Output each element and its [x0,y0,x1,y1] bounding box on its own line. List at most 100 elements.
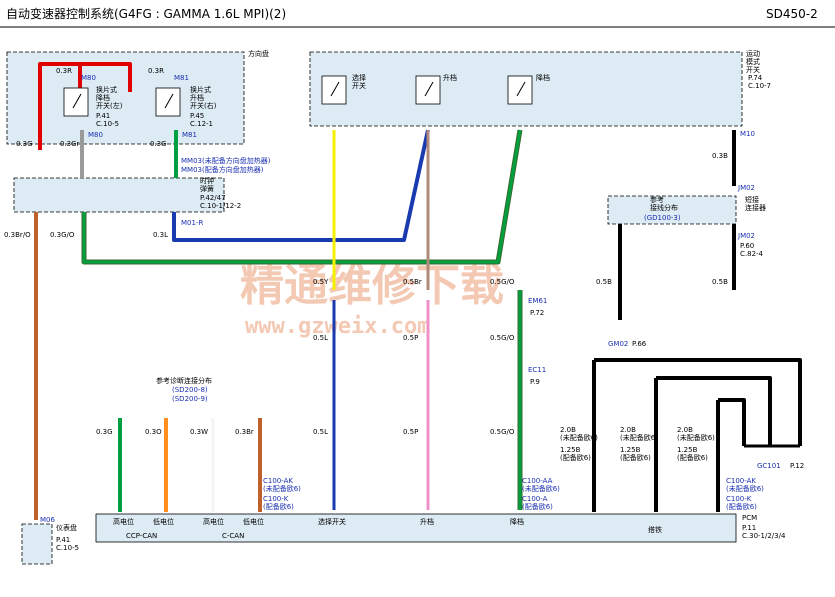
pcm-pin-5: 升档 [420,517,434,526]
diagram-code: SD450-2 [766,7,818,21]
m80-label: M80 [81,74,96,82]
w125b-3: 1.25B(配备欧6) [677,446,708,462]
wire-03b: 0.3B [712,152,728,160]
pcm-pin-7: 搭铁 [648,525,662,534]
pcm-pin-3: 低电位 [243,517,264,526]
watermark-cn: 精通维修下载 [240,260,504,311]
mm03a: MM03(未配备方向盘加热器) [181,156,271,165]
em61-ref: P.72 [530,309,544,317]
c100a: C100-A(配备欧6) [522,495,553,511]
c100aa: C100-AA(未配备欧6) [522,477,560,493]
gc101-ref: P.12 [790,462,804,470]
pcm-pin-6: 降档 [510,517,524,526]
upshift-switch [415,75,441,105]
left-paddle-switch [63,87,89,117]
m10-label: M10 [740,130,755,138]
wire-05go-b: 0.5G/O [490,428,515,436]
clock-spring-label: 时钟弹簧 [200,176,214,193]
c-can: C-CAN [222,532,244,540]
wire-03r: 0.3G [16,140,33,148]
w20b-1: 2.0B(未配备欧6) [560,426,598,442]
pcm-label: PCM [742,514,757,522]
c100k-right: C100-K(配备欧6) [726,495,757,511]
right-paddle-switch [155,87,181,117]
pcm-box [95,513,737,543]
wire-ground-3 [718,398,746,446]
switch-layer [63,75,533,117]
diag-ref-a: (SD200-8) [172,386,208,394]
cluster-label: 仪表盘 [56,523,77,532]
wire-03br: 0.3Br [235,428,254,436]
wire-03l: 0.3L [153,231,168,239]
ec11-ref: P.9 [530,378,540,386]
sport-s2: 升档 [443,73,457,82]
steering-wheel-box [6,51,245,145]
wire-layer [34,62,802,520]
wire-03w: 0.3W [190,428,208,436]
select-switch [321,75,347,105]
wire-03gr: 0.3Gr [60,140,80,148]
gc101-label: GC101 [757,462,781,470]
jm02-bottom: JM02 [737,232,755,240]
cluster-box [21,523,53,565]
steering-label: 方向盘 [248,49,269,58]
r03-right: 0.3R [148,67,164,75]
watermark-url: www.gzweix.com [245,314,430,339]
pcm-pin-1: 低电位 [153,517,174,526]
pcm-pin-2: 高电位 [203,517,224,526]
c100ak-right: C100-AK(未配备欧6) [726,477,764,493]
wire-blue-cross [172,129,430,242]
wire-05go-a: 0.5G/O [490,334,515,342]
joint-gd: (GD100-3) [644,214,681,222]
wire-05l-b: 0.5L [313,428,328,436]
sport-s1: 选择开关 [352,73,366,90]
m81-label: M81 [174,74,189,82]
gm02-label: GM02 [608,340,628,348]
sport-mode-label: 运动模式开关 [746,49,760,74]
diag-ref-title: 参考诊断连接分布 [156,376,212,385]
m81-lower: M81 [182,131,197,139]
cluster-m06: M06 [40,516,55,524]
c100k-left: C100-K(配备欧6) [263,495,294,511]
clock-spring-box [13,177,225,213]
wire-05p-b: 0.5P [403,428,418,436]
m01r: M01-R [181,219,203,227]
right-switch-label: 换片式升档开关(右) [190,85,217,110]
m80-lower: M80 [88,131,103,139]
em61-label: EM61 [528,297,547,305]
w125b-2: 1.25B(配备欧6) [620,446,651,462]
mm03b: MM03(配备方向盘加热器) [181,165,264,174]
pcm-pin-4: 选择开关 [318,517,346,526]
wire-05p-a: 0.5P [403,334,418,342]
wire-03o: 0.3O [145,428,162,436]
wire-green-long [82,129,522,264]
sport-s3: 降档 [536,73,550,82]
jm02-top: JM02 [737,184,755,192]
wire-03g-b: 0.3G [96,428,113,436]
diagram-title: 自动变速器控制系统(G4FG : GAMMA 1.6L MPI)(2) [6,6,286,21]
downshift-switch [507,75,533,105]
wire-05y: 0.5Y [313,278,329,286]
ccp-can: CCP-CAN [126,532,157,540]
c100ak-left: C100-AK(未配备欧6) [263,477,301,493]
gm02-ref: P.66 [632,340,647,348]
wire-05br: 0.5Br [403,278,422,286]
w20b-3: 2.0B(未配备欧6) [677,426,715,442]
ec11-label: EC11 [528,366,546,374]
wire-03g: 0.3G [150,140,167,148]
w125b-1: 1.25B(配备欧6) [560,446,591,462]
wire-ground-mid [656,376,772,446]
wire-05b-left: 0.5B [596,278,612,286]
pcm-pin-0: 高电位 [113,517,134,526]
joint-connector-box [607,195,737,225]
r03-left: 0.3R [56,67,72,75]
wire-03br-o: 0.3Br/O [4,231,31,239]
